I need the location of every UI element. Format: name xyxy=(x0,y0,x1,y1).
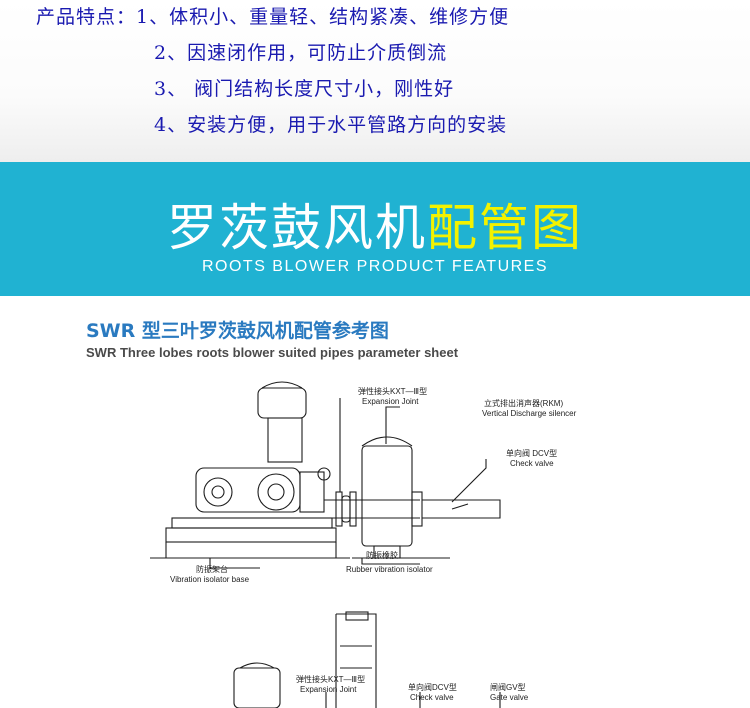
lower-silencer xyxy=(233,667,281,708)
silencer-dome xyxy=(361,436,413,447)
sheet-title: SWR 型三叶罗茨鼓风机配管参考图 xyxy=(86,320,389,342)
leader-silencer xyxy=(385,406,400,444)
label-base-en: Vibration isolator base xyxy=(170,575,250,584)
base-rail xyxy=(165,527,337,543)
intake-pipe xyxy=(267,417,303,463)
feature-line-2: 2、因速闭作用，可防止介质倒流 xyxy=(154,42,448,64)
vertical-silencer xyxy=(361,445,413,547)
lower-silencer-cap xyxy=(239,662,275,669)
label-check2-en: Check valve xyxy=(410,693,454,702)
banner-title-main: 罗茨鼓风机 xyxy=(167,199,427,257)
piping-sheet xyxy=(0,296,750,708)
feature-line-3: 3、 阀门结构长度尺寸小，刚性好 xyxy=(154,78,455,100)
label-silencer-en: Vertical Discharge silencer xyxy=(482,409,577,418)
label-check2-cn: 单向阀DCV型 xyxy=(408,682,457,692)
label-silencer-cn: 立式排出消声器(RKM) xyxy=(484,398,563,408)
flange-2 xyxy=(349,491,357,527)
sheet-subtitle: SWR Three lobes roots blower suited pipe… xyxy=(86,345,459,360)
feature-line-1: 产品特点：1、体积小、重量轻、结构紧凑、维修方便 xyxy=(36,6,510,28)
label-rubber-cn: 防振橡胶 xyxy=(366,550,398,560)
intake-silencer xyxy=(257,387,307,419)
blower-casing xyxy=(257,473,295,511)
leader-rubber xyxy=(361,558,420,565)
pipe-cap xyxy=(345,611,369,621)
label-expansion-en: Expansion Joint xyxy=(362,397,419,406)
check-valve-disc xyxy=(451,503,469,510)
leader-base xyxy=(209,558,260,569)
leader-check xyxy=(451,459,487,503)
flange-1 xyxy=(335,491,343,527)
section-banner xyxy=(0,162,750,296)
pulley-left xyxy=(203,477,233,507)
expansion-joint-body xyxy=(341,495,351,523)
blower-shaft xyxy=(267,483,285,501)
label-check-en: Check valve xyxy=(510,459,554,468)
label-expansion2-cn: 弹性接头KXT—Ⅲ型 xyxy=(296,674,365,684)
discharge-block xyxy=(299,471,325,513)
check-valve-flange xyxy=(411,491,423,527)
machine-frame xyxy=(171,517,333,529)
label-gate-en: Gate valve xyxy=(490,693,529,702)
label-check-cn: 单向阀 DCV型 xyxy=(506,448,557,458)
label-base-cn: 防振架台 xyxy=(196,564,228,574)
label-expansion2-en: Expansion Joint xyxy=(300,685,357,694)
features-panel xyxy=(0,0,750,162)
pulley-hub xyxy=(211,485,225,499)
banner-subtitle: ROOTS BLOWER PRODUCT FEATURES xyxy=(201,258,549,275)
pressure-gauge xyxy=(317,467,331,481)
piping-diagram: 弹性接头KXT—Ⅲ型 Expansion Joint 立式排出消声器(RKM) … xyxy=(150,381,577,708)
vertical-pipe-right xyxy=(336,613,377,708)
banner-title-highlight: 配管图 xyxy=(427,199,583,257)
banner-title: 罗茨鼓风机配管图 xyxy=(0,188,750,260)
label-rubber-en: Rubber vibration isolator xyxy=(346,565,433,574)
blower-body xyxy=(195,467,301,513)
outlet-pipe xyxy=(422,499,501,519)
intake-cap xyxy=(261,381,303,389)
label-gate-cn: 闸阀GV型 xyxy=(490,683,526,692)
feature-line-4: 4、安装方便，用于水平管路方向的安装 xyxy=(154,114,508,136)
label-expansion-cn: 弹性接头KXT—Ⅲ型 xyxy=(358,386,427,396)
